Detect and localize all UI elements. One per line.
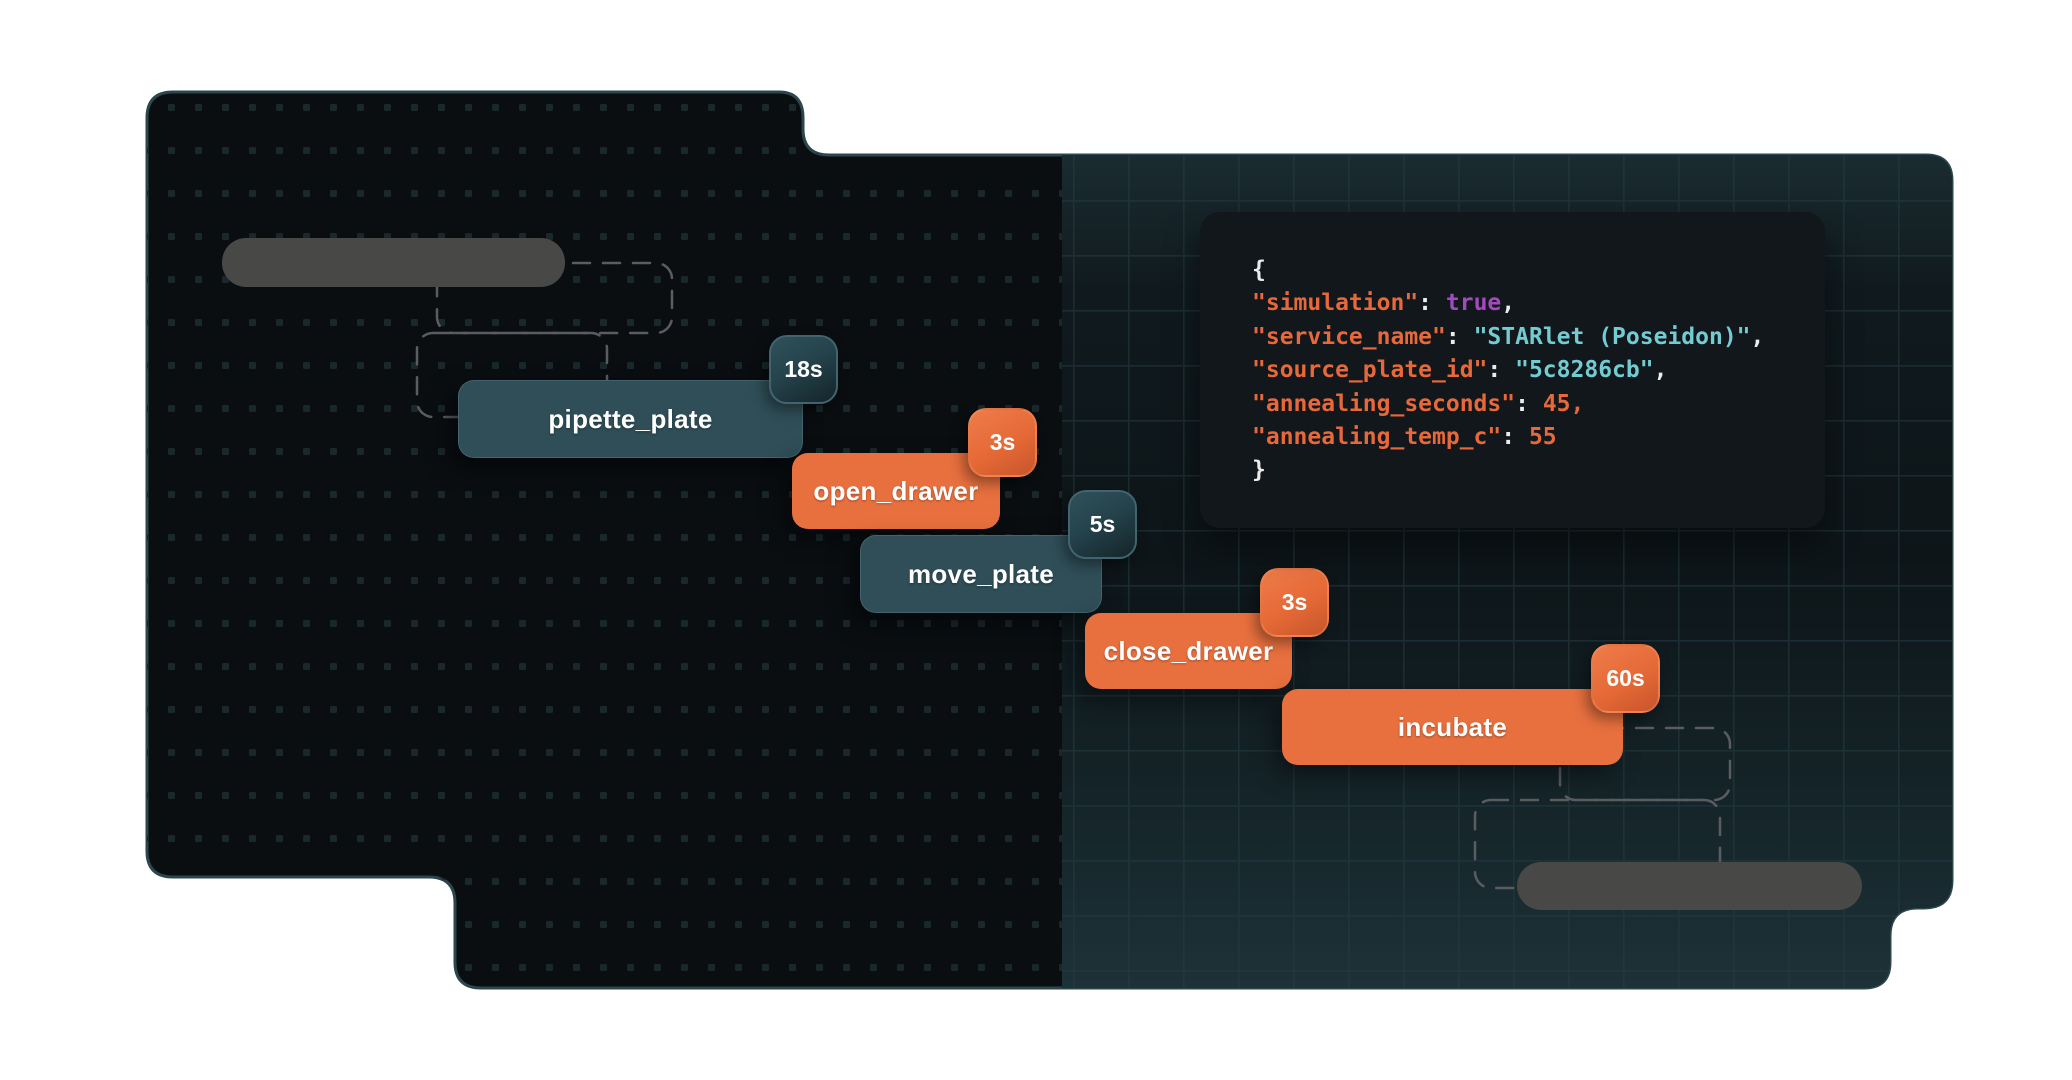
config-code-panel: { "simulation": true, "service_name": "STA…: [1200, 212, 1825, 528]
placeholder-bar-top-left: [222, 238, 565, 287]
code-line: {: [1252, 257, 1266, 283]
code-line: "service_name": "STARlet (Poseidon)",: [1252, 323, 1765, 350]
task-bar-incubate[interactable]: incubate: [1282, 689, 1623, 765]
code-line: }: [1252, 457, 1266, 484]
task-bar-move_plate[interactable]: move_plate: [860, 535, 1102, 613]
code-line: "simulation": true,: [1252, 290, 1516, 317]
duration-badge-move_plate: 5s: [1068, 490, 1137, 559]
duration-badge-incubate: 60s: [1591, 644, 1660, 713]
code-line: "source_plate_id": "5c8286cb",: [1252, 357, 1668, 384]
ghost-slot: [1558, 726, 1732, 802]
duration-badge-pipette_plate: 18s: [769, 335, 838, 404]
duration-badge-close_drawer: 3s: [1260, 568, 1329, 637]
placeholder-bar-bottom-right: [1517, 862, 1862, 910]
task-bar-close_drawer[interactable]: close_drawer: [1085, 613, 1292, 689]
task-bar-open_drawer[interactable]: open_drawer: [792, 453, 1000, 529]
code-line: "annealing_seconds": 45,: [1252, 390, 1585, 417]
task-bar-pipette_plate[interactable]: pipette_plate: [458, 380, 803, 458]
duration-badge-open_drawer: 3s: [968, 408, 1037, 477]
code-line: "annealing_temp_c": 55: [1252, 424, 1557, 451]
